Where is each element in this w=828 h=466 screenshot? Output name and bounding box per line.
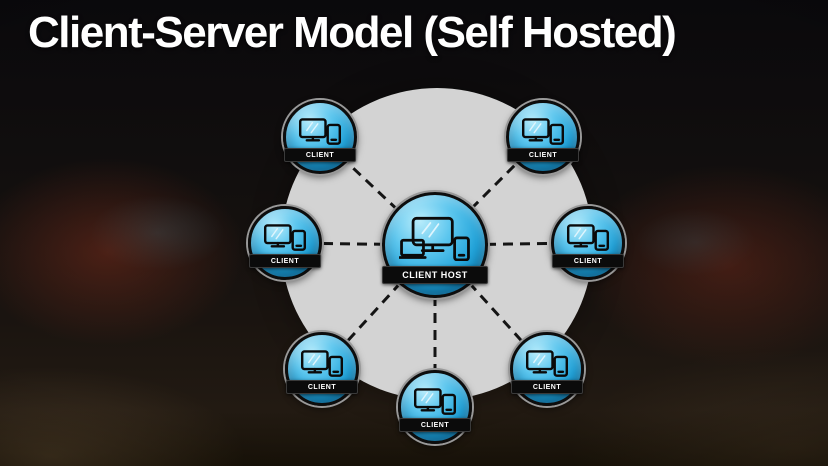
client-host-node: CLIENT HOST: [382, 192, 488, 298]
client-devices-icon: [566, 224, 610, 251]
client-node-bottom-center: CLIENT: [398, 370, 472, 444]
client-devices-icon: [413, 388, 457, 415]
client-devices-icon: [525, 350, 569, 377]
client-node-top-right: CLIENT: [506, 100, 580, 174]
client-node-left: CLIENT: [248, 206, 322, 280]
page-title: Client-Server Model (Self Hosted): [28, 8, 677, 57]
host-devices-icon: [399, 216, 470, 261]
client-devices-icon: [263, 224, 307, 251]
client-badge: CLIENT: [285, 332, 359, 406]
client-label: CLIENT: [398, 418, 472, 433]
client-badge: CLIENT: [551, 206, 625, 280]
client-label: CLIENT: [248, 254, 322, 269]
client-label: CLIENT: [506, 148, 580, 163]
client-label: CLIENT: [510, 380, 584, 395]
client-badge: CLIENT: [510, 332, 584, 406]
client-badge: CLIENT: [398, 370, 472, 444]
client-label: CLIENT: [551, 254, 625, 269]
client-node-bottom-right: CLIENT: [510, 332, 584, 406]
client-label: CLIENT: [285, 380, 359, 395]
client-host-badge: CLIENT HOST: [382, 192, 488, 298]
client-badge: CLIENT: [283, 100, 357, 174]
client-devices-icon: [521, 118, 565, 145]
client-host-label: CLIENT HOST: [382, 266, 488, 284]
client-badge: CLIENT: [248, 206, 322, 280]
client-node-right: CLIENT: [551, 206, 625, 280]
client-devices-icon: [298, 118, 342, 145]
client-node-top-left: CLIENT: [283, 100, 357, 174]
client-label: CLIENT: [283, 148, 357, 163]
client-devices-icon: [300, 350, 344, 377]
client-badge: CLIENT: [506, 100, 580, 174]
client-node-bottom-left: CLIENT: [285, 332, 359, 406]
